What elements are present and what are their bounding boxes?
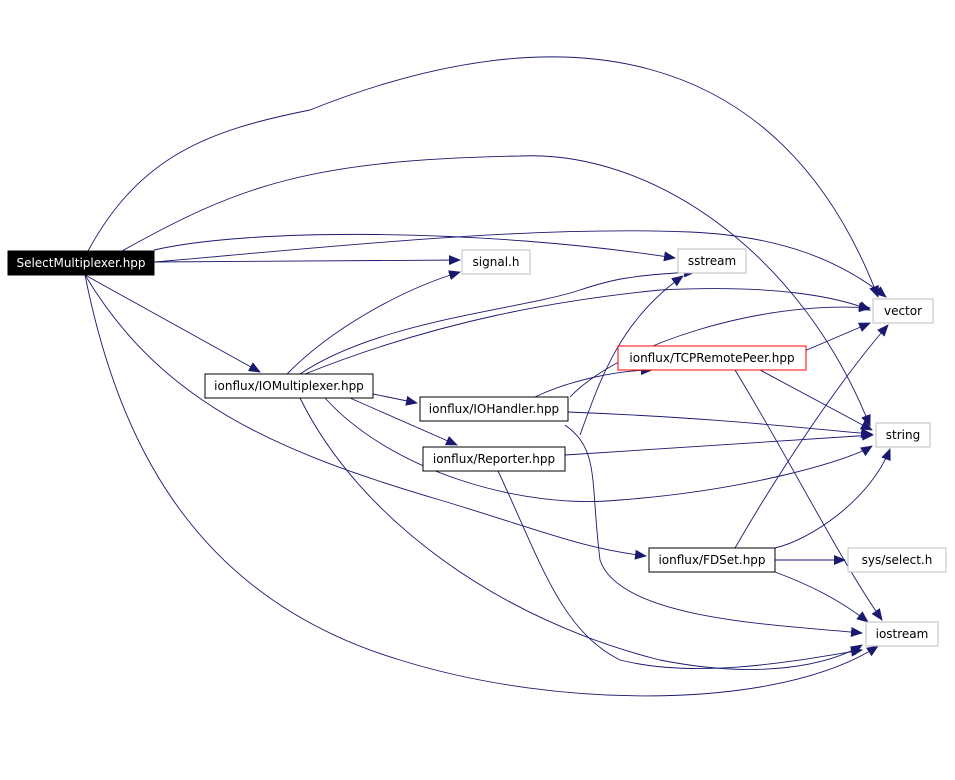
node-box-tcp <box>617 345 807 371</box>
node-label-vector: vector <box>884 304 922 318</box>
node-label-sstream: sstream <box>688 254 736 268</box>
edge-select-to-fdset <box>84 274 647 560</box>
node-label-iomux: ionflux/IOMultiplexer.hpp <box>214 379 364 393</box>
node-sysselect[interactable]: sys/select.h <box>847 547 947 573</box>
edge-reporter-to-sstream <box>579 275 684 436</box>
node-box-sstream <box>677 248 747 274</box>
edge-iohandler-to-string <box>567 411 873 439</box>
node-iostream[interactable]: iostream <box>865 621 939 647</box>
edge-select-to-vector <box>87 56 879 298</box>
edge-iomux-to-string <box>324 397 873 502</box>
node-select[interactable]: SelectMultiplexer.hpp <box>7 250 155 276</box>
edge-select-to-vector <box>121 155 871 427</box>
edge-reporter-to-iostream <box>497 470 863 670</box>
edge-iomux-to-iohandler <box>372 393 418 406</box>
node-label-fdset: ionflux/FDSet.hpp <box>658 553 765 567</box>
edge-select-to-iostream <box>84 274 879 697</box>
node-iohandler[interactable]: ionflux/IOHandler.hpp <box>419 396 569 422</box>
node-box-signal <box>461 249 531 275</box>
nodes-layer: SelectMultiplexer.hpp signal.h sstream vect… <box>7 248 947 647</box>
node-label-string: string <box>886 428 920 442</box>
node-box-string <box>875 422 931 448</box>
edge-fdset-to-vector <box>734 324 889 549</box>
node-signal[interactable]: signal.h <box>461 249 531 275</box>
node-box-select <box>7 250 155 276</box>
node-label-iostream: iostream <box>876 627 929 641</box>
edge-iomux-to-vector <box>304 288 871 375</box>
node-box-iomux <box>204 373 374 399</box>
node-vector[interactable]: vector <box>872 298 934 324</box>
node-string[interactable]: string <box>875 422 931 448</box>
node-label-iohandler: ionflux/IOHandler.hpp <box>429 402 559 416</box>
node-sstream[interactable]: sstream <box>677 248 747 274</box>
node-label-signal: signal.h <box>473 255 520 269</box>
edges-layer <box>84 56 891 697</box>
edge-iomux-to-signal <box>286 270 461 375</box>
node-tcp[interactable]: ionflux/TCPRemotePeer.hpp <box>617 345 807 371</box>
edge-select-to-sstream <box>153 233 676 262</box>
edge-iohandler-to-iostream <box>564 424 863 637</box>
node-box-reporter <box>422 446 566 472</box>
edge-iomux-to-iostream <box>299 397 863 670</box>
node-reporter[interactable]: ionflux/Reporter.hpp <box>422 446 566 472</box>
node-label-select: SelectMultiplexer.hpp <box>16 256 145 270</box>
node-box-fdset <box>648 547 776 573</box>
node-fdset[interactable]: ionflux/FDSet.hpp <box>648 547 776 573</box>
edge-select-to-iomux <box>84 274 261 373</box>
node-box-iohandler <box>419 396 569 422</box>
edge-fdset-to-iostream <box>774 571 869 623</box>
node-iomux[interactable]: ionflux/IOMultiplexer.hpp <box>204 373 374 399</box>
edge-select-to-string <box>153 230 887 298</box>
node-box-vector <box>872 298 934 324</box>
edge-fdset-to-string <box>774 448 891 549</box>
edge-tcp-to-iostream <box>734 369 883 621</box>
node-box-sysselect <box>847 547 947 573</box>
node-label-reporter: ionflux/Reporter.hpp <box>433 452 555 466</box>
node-box-iostream <box>865 621 939 647</box>
edge-iomux-to-reporter <box>349 397 458 446</box>
edge-tcp-to-string <box>759 369 873 431</box>
edge-iohandler-to-vector <box>569 302 871 398</box>
edge-reporter-to-string <box>564 430 874 456</box>
node-label-tcp: ionflux/TCPRemotePeer.hpp <box>629 351 794 365</box>
edge-iomux-to-sstream <box>299 267 696 375</box>
node-label-sysselect: sys/select.h <box>862 553 933 567</box>
edge-iohandler-to-tcp <box>534 365 653 398</box>
edge-select-to-signal <box>153 255 461 266</box>
